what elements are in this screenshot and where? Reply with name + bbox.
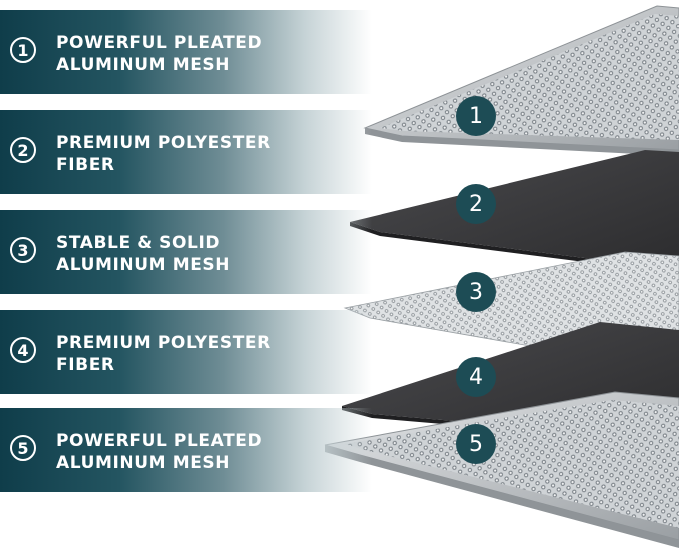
layer-label-text: STABLE & SOLID ALUMINUM MESH	[56, 232, 230, 276]
label-line-1: POWERFUL PLEATED	[56, 33, 263, 53]
label-line-1: POWERFUL PLEATED	[56, 431, 263, 451]
layer-label-band-2: 2 PREMIUM POLYESTER FIBER	[0, 110, 372, 194]
label-line-2: FIBER	[56, 155, 115, 175]
number-circle-icon: 5	[10, 435, 36, 461]
layer-badge-4: 4	[456, 357, 496, 397]
label-line-2: FIBER	[56, 355, 115, 375]
layer-5-framed-mesh	[324, 391, 679, 548]
layer-label-text: PREMIUM POLYESTER FIBER	[56, 332, 271, 376]
layer-1-framed-mesh	[363, 5, 679, 156]
label-line-1: PREMIUM POLYESTER	[56, 133, 271, 153]
layer-label-band-1: 1 POWERFUL PLEATED ALUMINUM MESH	[0, 10, 372, 94]
layer-label-text: PREMIUM POLYESTER FIBER	[56, 132, 271, 176]
layer-badge-1: 1	[456, 96, 496, 136]
layer-badge-3: 3	[456, 272, 496, 312]
layer-label-band-3: 3 STABLE & SOLID ALUMINUM MESH	[0, 210, 372, 294]
layer-label-band-4: 4 PREMIUM POLYESTER FIBER	[0, 310, 372, 394]
number-circle-icon: 4	[10, 337, 36, 363]
number-circle-icon: 3	[10, 237, 36, 263]
label-line-2: ALUMINUM MESH	[56, 55, 231, 75]
label-line-1: STABLE & SOLID	[56, 233, 221, 253]
layer-label-text: POWERFUL PLEATED ALUMINUM MESH	[56, 430, 262, 474]
number-circle-icon: 2	[10, 137, 36, 163]
label-line-2: ALUMINUM MESH	[56, 453, 231, 473]
layer-badge-2: 2	[456, 184, 496, 224]
layer-badge-5: 5	[456, 424, 496, 464]
layer-label-band-5: 5 POWERFUL PLEATED ALUMINUM MESH	[0, 408, 372, 492]
label-line-1: PREMIUM POLYESTER	[56, 333, 271, 353]
label-line-2: ALUMINUM MESH	[56, 255, 231, 275]
layer-label-text: POWERFUL PLEATED ALUMINUM MESH	[56, 32, 262, 76]
number-circle-icon: 1	[10, 37, 36, 63]
